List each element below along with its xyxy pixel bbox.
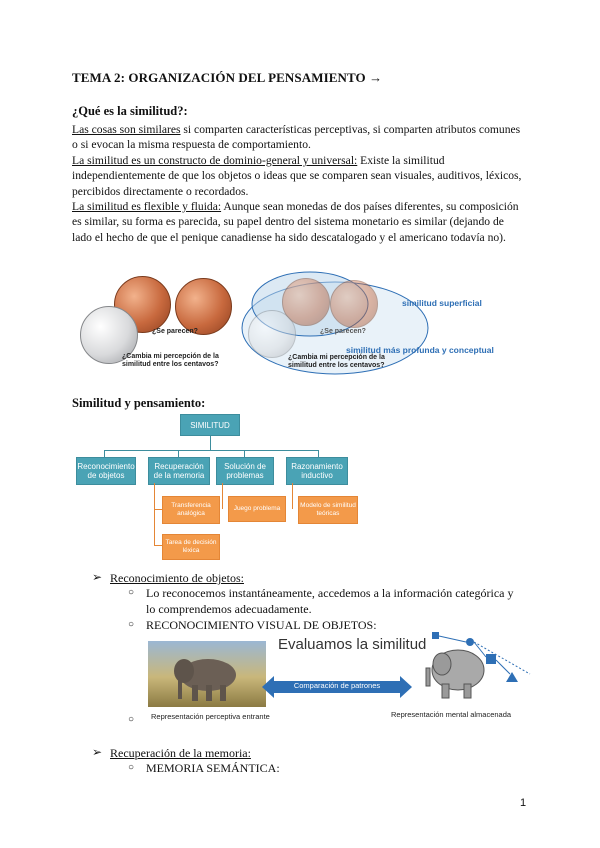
bullet-2: Recuperación de la memoria: — [110, 745, 251, 761]
elephant-photo-icon — [174, 659, 236, 701]
bullet-1: Reconocimiento de objetos: — [110, 570, 244, 586]
diagram-sub-2: Tarea de decisión léxica — [162, 534, 220, 560]
coins-question-1: ¿Se parecen? — [152, 328, 198, 335]
connector-3 — [244, 450, 245, 457]
diagram-box-1: Reconocimiento de objetos — [76, 457, 136, 485]
sub-bullet-icon: ○ — [128, 714, 135, 725]
us-penny-icon — [175, 278, 232, 335]
connector-4 — [318, 450, 319, 457]
label-profunda: similitud más profunda y conceptual — [346, 345, 494, 355]
paragraph-3-underlined: La similitud es flexible y fluida: — [72, 200, 222, 213]
diagram-box-3: Solución de problemas — [216, 457, 274, 485]
canadian-nickel-faded-icon — [248, 310, 296, 358]
connector-orange-2 — [154, 545, 162, 546]
sub-bullet-icon: ○ — [128, 587, 135, 598]
paragraph-2-underlined: La similitud es un constructo de dominio… — [72, 154, 358, 167]
bullet-1-sub-2: RECONOCIMIENTO VISUAL DE OBJETOS: — [146, 618, 377, 632]
page-number: 1 — [520, 797, 527, 809]
us-penny-faded-icon — [330, 280, 378, 328]
label-superficial: similitud superficial — [402, 298, 482, 308]
paragraph-1-underlined: Las cosas son similares — [72, 123, 181, 136]
paragraph-3: La similitud es flexible y fluida: Aunqu… — [72, 199, 524, 245]
stored-elephant-icon — [425, 632, 531, 699]
diagram-root: SIMILITUD — [180, 414, 240, 436]
page-title: TEMA 2: ORGANIZACIÓN DEL PENSAMIENTO → — [72, 70, 383, 85]
connector-orange-1 — [154, 509, 162, 510]
paragraph-2: La similitud es un constructo de dominio… — [72, 153, 524, 199]
bullet-arrow-icon: ➢ — [92, 570, 103, 584]
sub-bullet-icon: ○ — [128, 762, 135, 773]
comparison-arrow-label: Comparación de patrones — [293, 681, 381, 690]
diagram-sub-4: Modelo de similitud teóricas — [298, 496, 358, 524]
connector-2 — [178, 450, 179, 457]
connector-orange-3 — [222, 483, 223, 509]
sub-bullet-icon: ○ — [128, 619, 135, 630]
paragraph-1-text: si comparten características perceptivas… — [72, 123, 521, 152]
paragraph-2-text: Existe la similitud independientemente d… — [72, 154, 522, 198]
diagram-box-2: Recuperación de la memoria — [148, 457, 210, 485]
diagram-sub-3: Juego problema — [228, 496, 286, 522]
left-caption: Representación perceptiva entrante — [151, 712, 270, 721]
canadian-nickel-icon — [80, 306, 138, 364]
coins-image-left: ¿Se parecen? ¿Cambia mi percepción de la… — [72, 266, 235, 376]
coins-question-1-faded: ¿Se parecen? — [320, 328, 366, 335]
coins-image-right: ¿Se parecen? ¿Cambia mi percepción de la… — [240, 266, 526, 376]
comparison-arrow-icon — [262, 676, 412, 698]
bullet-1-label: Reconocimiento de objetos: — [110, 571, 244, 585]
coins-question-2-right: ¿Cambia mi percepción de la similitud en… — [288, 354, 385, 369]
connector-horizontal — [104, 450, 318, 451]
connector-orange-vertical — [154, 483, 155, 545]
bullet-2-sub-1: MEMORIA SEMÁNTICA: — [146, 761, 280, 775]
section-heading-similitud-pensamiento: Similitud y pensamiento: — [72, 396, 206, 410]
right-caption: Representación mental almacenada — [391, 710, 512, 719]
paragraph-1: Las cosas son similares si comparten car… — [72, 122, 524, 153]
bullet-1-sub-1: Lo reconocemos instantáneamente, accedem… — [146, 586, 514, 616]
paragraph-3-text: Aunque sean monedas de dos países difere… — [72, 200, 519, 244]
bullet-arrow-icon: ➢ — [92, 745, 103, 759]
question-heading: ¿Qué es la similitud?: — [72, 104, 188, 118]
evaluamos-heading: Evaluamos la similitud — [278, 636, 427, 653]
canadian-penny-icon — [114, 276, 171, 333]
connector-root — [210, 434, 211, 450]
connector-orange-4 — [292, 483, 293, 509]
elephant-photo — [148, 641, 266, 707]
coins-question-2: ¿Cambia mi percepción de la similitud en… — [122, 353, 219, 368]
diagram-box-4: Razonamiento inductivo — [286, 457, 348, 485]
bullet-2-label: Recuperación de la memoria: — [110, 746, 251, 760]
connector-1 — [104, 450, 105, 457]
diagram-sub-1: Transferencia analógica — [162, 496, 220, 524]
